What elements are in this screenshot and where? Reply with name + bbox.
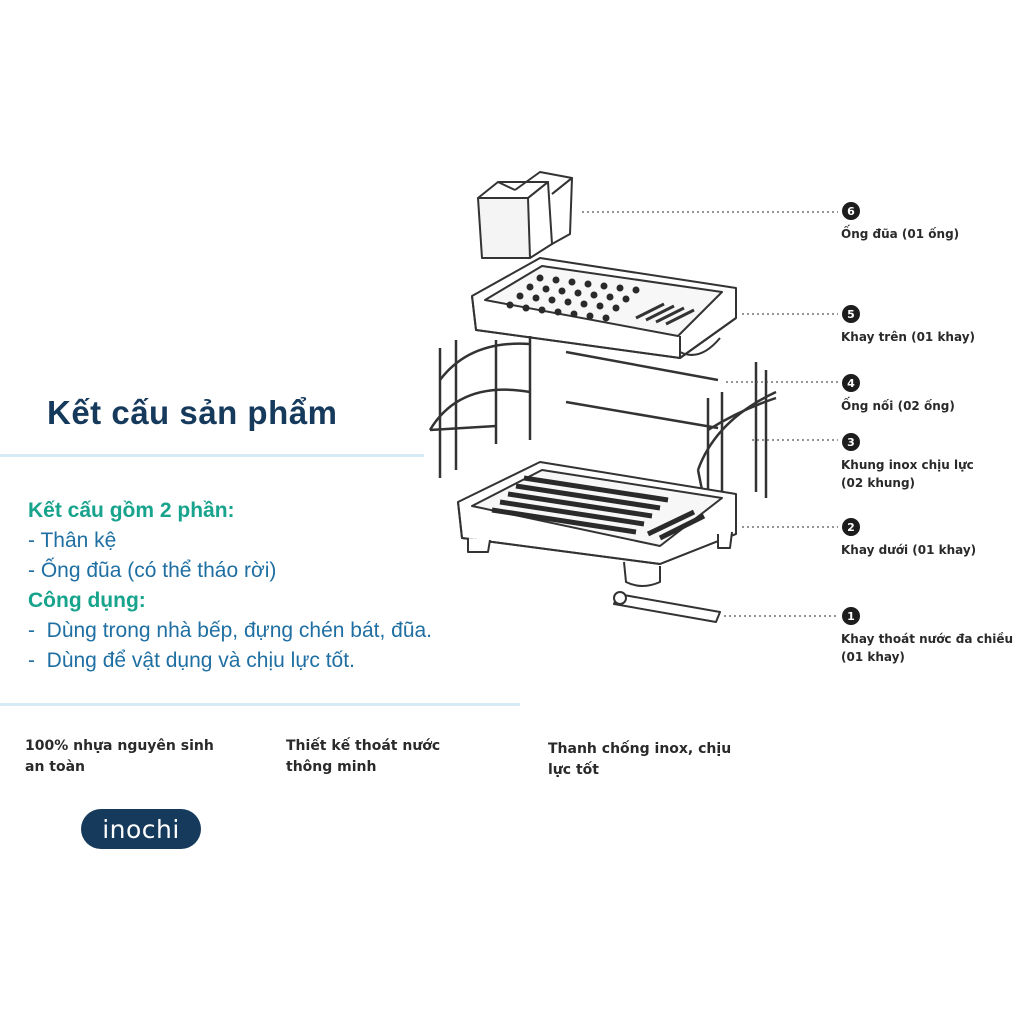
part-number-badge: 2 [842, 518, 860, 536]
divider-top [0, 454, 424, 457]
left-wire-frame-drawing [428, 336, 532, 478]
structure-heading: Kết cấu gồm 2 phần: [28, 499, 235, 522]
part-number-badge: 6 [842, 202, 860, 220]
leader-lines [582, 211, 838, 617]
part-number-badge: 3 [842, 433, 860, 451]
feature-virgin-plastic: 100% nhựa nguyên sinh an toàn [25, 738, 214, 775]
right-wire-frame-drawing [696, 362, 777, 522]
part-label: Khay dưới (01 khay) [841, 543, 977, 557]
part-label: Ống đũa (01 ống) [841, 227, 960, 241]
structure-item: - Ống đũa (có thể tháo rời) [28, 559, 277, 582]
feature-smart-drainage: Thiết kế thoát nước thông minh [286, 738, 441, 775]
part-label: Khay trên (01 khay) [841, 330, 976, 344]
divider-bottom [0, 703, 520, 706]
tray-slots [635, 302, 695, 326]
part-number-badge: 1 [842, 607, 860, 625]
chopstick-holder-drawing [477, 171, 573, 259]
part-callout-upper-tray: 5 Khay trên (01 khay) [841, 305, 975, 346]
usage-heading: Công dụng: [28, 589, 146, 612]
part-label: Khay thoát nước đa chiều (01 khay) [841, 632, 1014, 664]
tray-holes [506, 274, 640, 322]
page-title: Kết cấu sản phẩm [47, 394, 338, 431]
structure-item: - Thân kệ [28, 529, 117, 552]
part-callout-wire-frame: 3 Khung inox chịu lực (02 khung) [841, 433, 974, 492]
part-callout-drain-spout: 1 Khay thoát nước đa chiều (01 khay) [841, 607, 1013, 666]
part-label: Ống nối (02 ống) [841, 399, 955, 413]
part-number-badge: 5 [842, 305, 860, 323]
lower-tray-drawing [457, 461, 737, 587]
usage-item: - Dùng để vật dụng và chịu lực tốt. [28, 649, 355, 672]
part-callout-connector-rods: 4 Ống nối (02 ống) [841, 374, 955, 415]
feature-stainless-support: Thanh chống inox, chịu lực tốt [548, 741, 732, 778]
part-callout-lower-tray: 2 Khay dưới (01 khay) [841, 518, 976, 559]
part-callout-chopstick-holder: 6 Ống đũa (01 ống) [841, 202, 959, 243]
connector-rods-drawing [565, 350, 719, 430]
drain-spout-drawing [613, 591, 721, 623]
brand-logo: inochi [81, 809, 201, 849]
tray-ribs [491, 475, 706, 541]
part-label: Khung inox chịu lực (02 khung) [841, 458, 974, 490]
upper-tray-drawing [471, 257, 737, 359]
usage-item: - Dùng trong nhà bếp, đựng chén bát, đũa… [28, 619, 433, 642]
part-number-badge: 4 [842, 374, 860, 392]
description-block: Kết cấu gồm 2 phần: - Thân kệ - Ống đũa … [28, 496, 432, 676]
